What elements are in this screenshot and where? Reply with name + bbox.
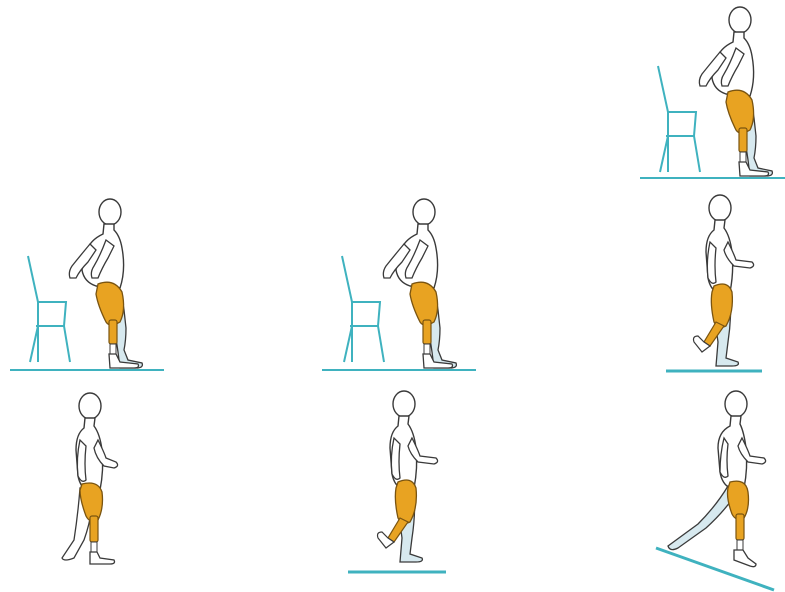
figure-free-standing bbox=[62, 393, 118, 564]
figure-step-2 bbox=[348, 391, 446, 572]
figure-chair-support-3 bbox=[322, 199, 476, 370]
slope-line bbox=[656, 548, 774, 590]
figure-chair-support-1 bbox=[640, 7, 785, 178]
figure-step-1 bbox=[666, 195, 762, 371]
figure-chair-support-2 bbox=[10, 199, 164, 370]
figure-walk-downhill bbox=[656, 391, 774, 590]
